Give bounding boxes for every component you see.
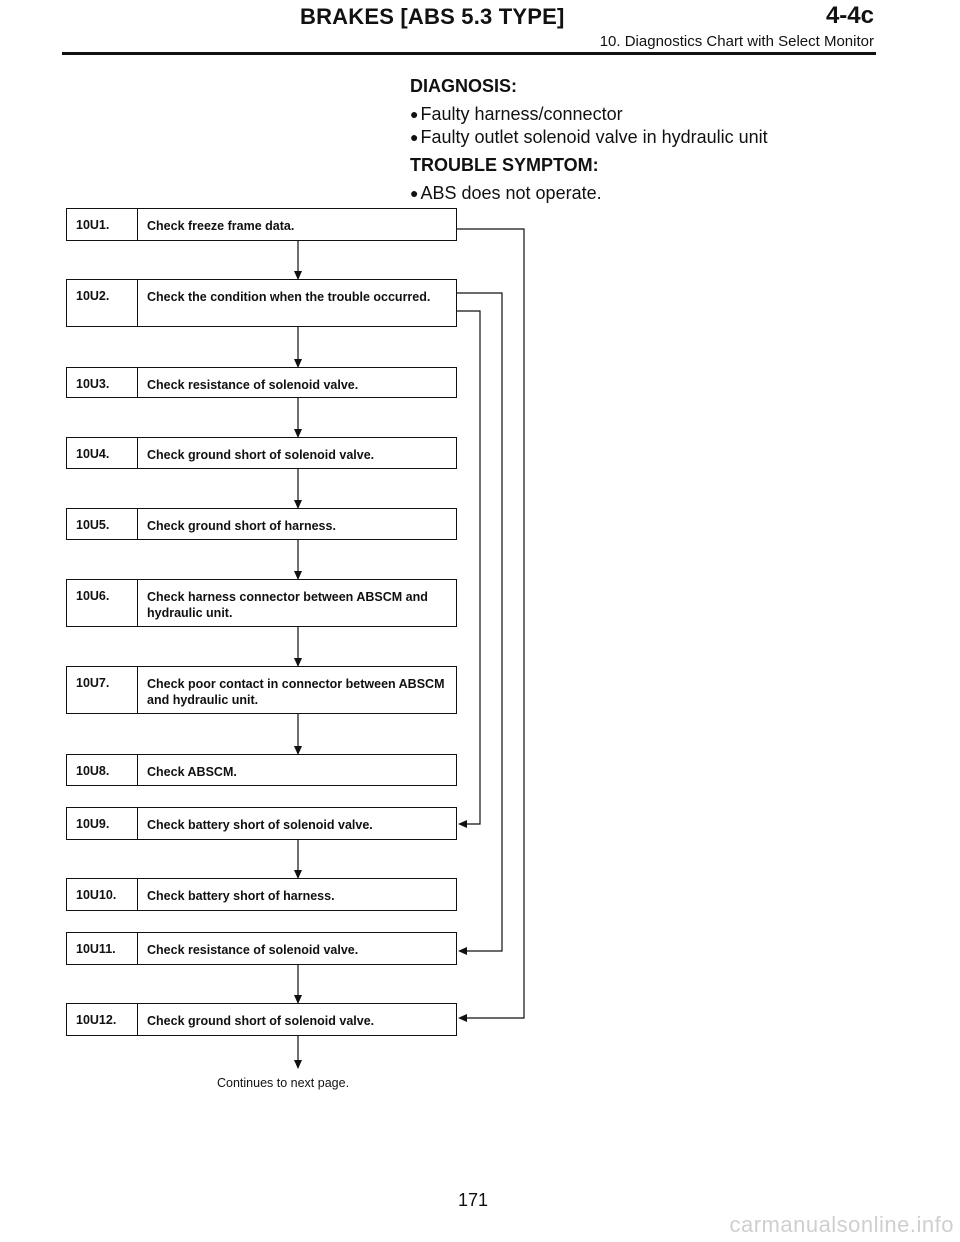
bullet-icon: ● — [410, 185, 419, 201]
arrowhead-down-icon — [294, 359, 302, 368]
trouble-symptom-heading: TROUBLE SYMPTOM: — [410, 155, 599, 175]
branch-1-to-12 — [457, 228, 525, 1019]
step-id: 10U4. — [67, 438, 138, 468]
arrowhead-down-icon — [294, 429, 302, 438]
arrowhead-down-icon — [294, 571, 302, 580]
arrowhead-down-icon — [294, 995, 302, 1004]
step-id: 10U10. — [67, 879, 138, 910]
step-text: Check ABSCM. — [147, 765, 237, 779]
step-10u12: 10U12. Check ground short of solenoid va… — [66, 1003, 457, 1036]
step-text: Check the condition when the trouble occ… — [147, 290, 431, 304]
watermark: carmanualsonline.info — [729, 1212, 954, 1237]
step-text: Check battery short of harness. — [147, 889, 335, 903]
branch-2-to-11 — [457, 292, 503, 952]
diagnosis-section: DIAGNOSIS: ●Faulty harness/connector ●Fa… — [410, 76, 768, 205]
arrowhead-left-icon — [458, 820, 467, 828]
arrowhead-down-icon — [294, 271, 302, 280]
bullet-icon: ● — [410, 129, 419, 145]
arrowhead-left-icon — [458, 1014, 467, 1022]
step-text: Check ground short of solenoid valve. — [147, 1014, 375, 1028]
section-number: 4-4c — [825, 2, 874, 29]
step-text: Check ground short of harness. — [147, 519, 336, 533]
step-text: Check ground short of solenoid valve. — [147, 448, 375, 462]
step-10u6: 10U6. Check harness connector between AB… — [66, 579, 457, 627]
diagnosis-item: ●Faulty outlet solenoid valve in hydraul… — [410, 127, 768, 147]
page-number: 171 — [458, 1190, 489, 1210]
diagnosis-item: ●Faulty harness/connector — [410, 104, 623, 124]
continues-note: Continues to next page. — [217, 1076, 350, 1090]
step-10u9: 10U9. Check battery short of solenoid va… — [66, 807, 457, 840]
header-rule — [62, 52, 876, 55]
step-text: Check resistance of solenoid valve. — [147, 943, 359, 957]
step-id: 10U11. — [67, 933, 138, 964]
step-text: Check harness connector between ABSCM an… — [147, 590, 428, 620]
diagnosis-heading: DIAGNOSIS: — [410, 76, 518, 96]
step-10u2: 10U2. Check the condition when the troub… — [66, 279, 457, 327]
step-10u5: 10U5. Check ground short of harness. — [66, 508, 457, 540]
step-10u8: 10U8. Check ABSCM. — [66, 754, 457, 786]
step-id: 10U7. — [67, 667, 138, 713]
step-text: Check battery short of solenoid valve. — [147, 818, 373, 832]
section-subtitle: 10. Diagnostics Chart with Select Monito… — [599, 33, 874, 50]
step-text: Check freeze frame data. — [147, 219, 295, 233]
step-id: 10U6. — [67, 580, 138, 626]
step-id: 10U2. — [67, 280, 138, 326]
arrowhead-down-icon — [294, 658, 302, 667]
step-id: 10U1. — [67, 209, 138, 240]
step-text: Check poor contact in connector between … — [147, 677, 445, 707]
step-id: 10U12. — [67, 1004, 138, 1035]
arrowhead-down-icon — [294, 500, 302, 509]
arrowhead-left-icon — [458, 947, 467, 955]
bullet-icon: ● — [410, 106, 419, 122]
step-text: Check resistance of solenoid valve. — [147, 378, 359, 392]
step-id: 10U5. — [67, 509, 138, 539]
arrowhead-down-icon — [294, 746, 302, 755]
step-id: 10U8. — [67, 755, 138, 785]
arrowhead-down-icon — [294, 870, 302, 879]
step-10u11: 10U11. Check resistance of solenoid valv… — [66, 932, 457, 965]
step-10u4: 10U4. Check ground short of solenoid val… — [66, 437, 457, 469]
step-10u3: 10U3. Check resistance of solenoid valve… — [66, 367, 457, 398]
step-id: 10U3. — [67, 368, 138, 397]
step-10u7: 10U7. Check poor contact in connector be… — [66, 666, 457, 714]
arrowhead-down-icon — [294, 1060, 302, 1069]
step-id: 10U9. — [67, 808, 138, 839]
page-title: BRAKES [ABS 5.3 TYPE] — [300, 4, 565, 29]
step-10u1: 10U1. Check freeze frame data. — [66, 208, 457, 241]
trouble-symptom-item: ●ABS does not operate. — [410, 183, 602, 203]
branch-2-to-9 — [457, 310, 481, 825]
step-10u10: 10U10. Check battery short of harness. — [66, 878, 457, 911]
